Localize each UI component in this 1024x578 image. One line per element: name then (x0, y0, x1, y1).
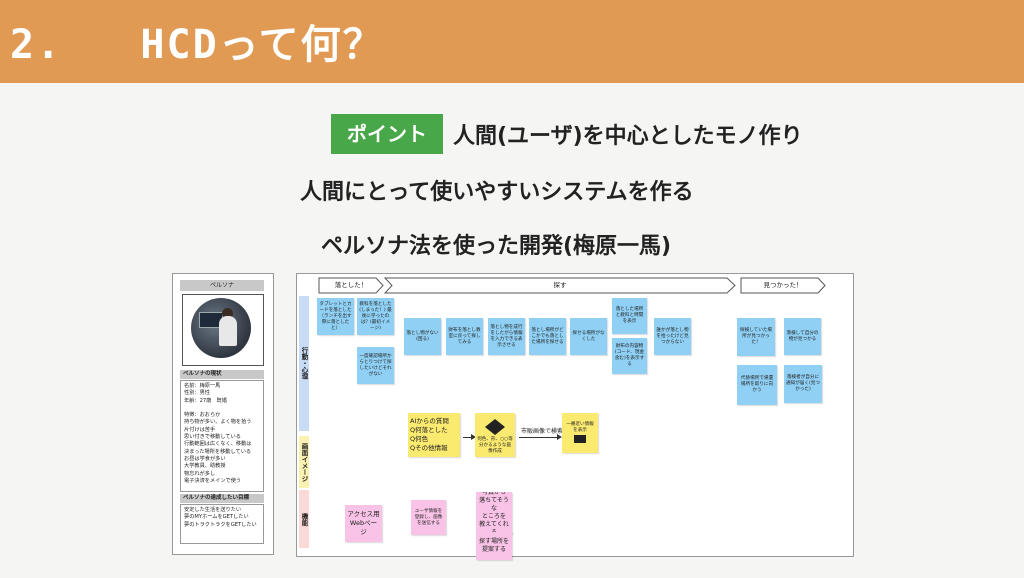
slide-header: 2. HCDって何？ (0, 0, 1024, 83)
result-image (574, 435, 586, 443)
flow-arrow (519, 437, 559, 438)
flow-arrow-head (471, 434, 476, 440)
phase-dropped: 落とした！ (318, 277, 384, 294)
sticky-note: 写真から 落ちてそうな ところを 教えてくれる (476, 492, 512, 534)
persona-current-line: 物忘れが多し (184, 470, 216, 477)
persona-current-line: 電子決済をメインで使う (184, 477, 242, 484)
subtitle-line-1: 人間にとって使いやすいシステムを作る (300, 180, 694, 205)
point-badge: ポイント (331, 114, 443, 154)
person-body-shape (219, 316, 237, 346)
persona-current-line: 行動範囲は広くなく、移動は (184, 441, 252, 448)
phase-search: 探す (384, 277, 736, 294)
sticky-note: 代替場所で帰還場所を取りに向かう (737, 365, 777, 405)
persona-current-line: 年齢：27歳 既婚 (184, 397, 227, 404)
persona-current-box: 名前：梅原一馬性別：男性年齢：27歳 既婚 特徴：おおらか持ち物が多い、よく物を… (180, 380, 264, 492)
sticky-note: AIからの質問 Q何落とした Q何色 Qその他情報 (408, 413, 460, 457)
persona-goal-line: 夢のトラクトラクをGETしたい (184, 521, 257, 528)
row-label-behavior: 行動・心理 (299, 296, 309, 431)
persona-goal-box: 安定した生活を送りたい夢のMYホームをGETしたい夢のトラクトラクをGETしたい (180, 504, 264, 544)
sticky-note-caption: 何色、形、○○等 分かるような画像作成 (477, 437, 513, 454)
flow-arrow (463, 437, 473, 438)
sticky-note: 落とした場所と教科と時間を表示 (612, 298, 647, 334)
sticky-note: 探す場所を 提案する (476, 532, 512, 560)
sticky-note: 探検していた場所が見つかった！ (737, 318, 775, 356)
point-row: ポイント 人間(ユーザ)を中心としたモノ作り (331, 114, 803, 154)
row-label-screen: 画面イメージ (299, 436, 309, 488)
sticky-note: タブレットとカードを落とした（ランチを出す際に落としたと） (317, 298, 354, 335)
persona-goal-line: 夢のMYホームをGETしたい (184, 514, 249, 521)
phase-found-label: 見つかった！ (763, 281, 803, 289)
sticky-note-with-image: 何色、形、○○等 分かるような画像作成 (475, 413, 515, 457)
subtitle-line-2: ペルソナ法を使った開発(梅原一馬) (321, 234, 672, 259)
wallet-image (485, 419, 505, 435)
persona-current-line: お昼は学食が多い (184, 455, 226, 462)
persona-goal-line: 安定した生活を送りたい (184, 507, 242, 513)
sticky-note-caption: 一番近い情報を表示 (566, 422, 594, 433)
sticky-note: 教科を落とした(しまった！) 最後に学ったのは？(最初イメージ) (357, 298, 394, 335)
persona-current-line: 性別：男性 (184, 390, 210, 397)
row-label-function: 機能 (299, 490, 309, 548)
sticky-note: 落とし物を成行をしたがら情報を入力できる表示させる (488, 318, 525, 355)
persona-photo (191, 298, 251, 358)
sticky-note: 落検者が自分に通知が届く(見つかった) (784, 365, 822, 403)
sticky-note-with-image: 一番近い情報を表示 (562, 413, 598, 453)
persona-current-line: 名前：梅原一馬 (184, 383, 221, 389)
slide-title: 2. HCDって何？ (10, 22, 385, 68)
persona-title: ペルソナ (180, 280, 264, 291)
sticky-note: 探せる場所がなくした (570, 318, 607, 355)
sticky-note: 落検して自分の物が見つかる (784, 318, 821, 355)
persona-goal-heading: ペルソナの達成したい目標 (180, 494, 264, 503)
persona-current-heading: ペルソナの現状 (180, 370, 264, 379)
persona-current-line: 大学教員、助教授 (184, 463, 226, 470)
persona-current-line: 片付けは苦手 (184, 426, 216, 433)
phase-found: 見つかった！ (740, 277, 826, 294)
persona-current-line: 特徴：おおらか (184, 412, 221, 419)
person-head-shape (222, 308, 233, 319)
phase-dropped-label: 落とした！ (334, 281, 368, 289)
phase-search-label: 探す (553, 281, 567, 289)
persona-current-line: 決まった場所を移動している (184, 448, 252, 455)
sticky-note: 一度確認場所からとりつけて探したいけどそれがない (357, 347, 394, 384)
point-text: 人間(ユーザ)を中心としたモノ作り (453, 124, 803, 149)
sticky-note: ユーザ情報を登録し、画像を送信する (411, 500, 446, 535)
sticky-note: 財布の内容物(コード、現金含む)を表示する (612, 338, 647, 374)
persona-current-line: 思い付きで移動している (184, 434, 241, 441)
sticky-note: 誰かが落とし物を拾ったけど見つからない (654, 318, 691, 355)
sticky-note: アクセス用 Webページ (345, 505, 382, 542)
sticky-note: 落とし場所がどこかでも落とした場所を探せる (529, 318, 566, 355)
flow-label: 市販画像で検索 (521, 428, 564, 435)
flow-arrow-head (557, 434, 562, 440)
persona-current-line: 持ち物が多い、よく物を拾う (184, 419, 252, 426)
sticky-note: 落とし物がない(困る) (404, 318, 441, 355)
sticky-note: 財布を落とし教室に戻って探してみる (446, 318, 483, 355)
